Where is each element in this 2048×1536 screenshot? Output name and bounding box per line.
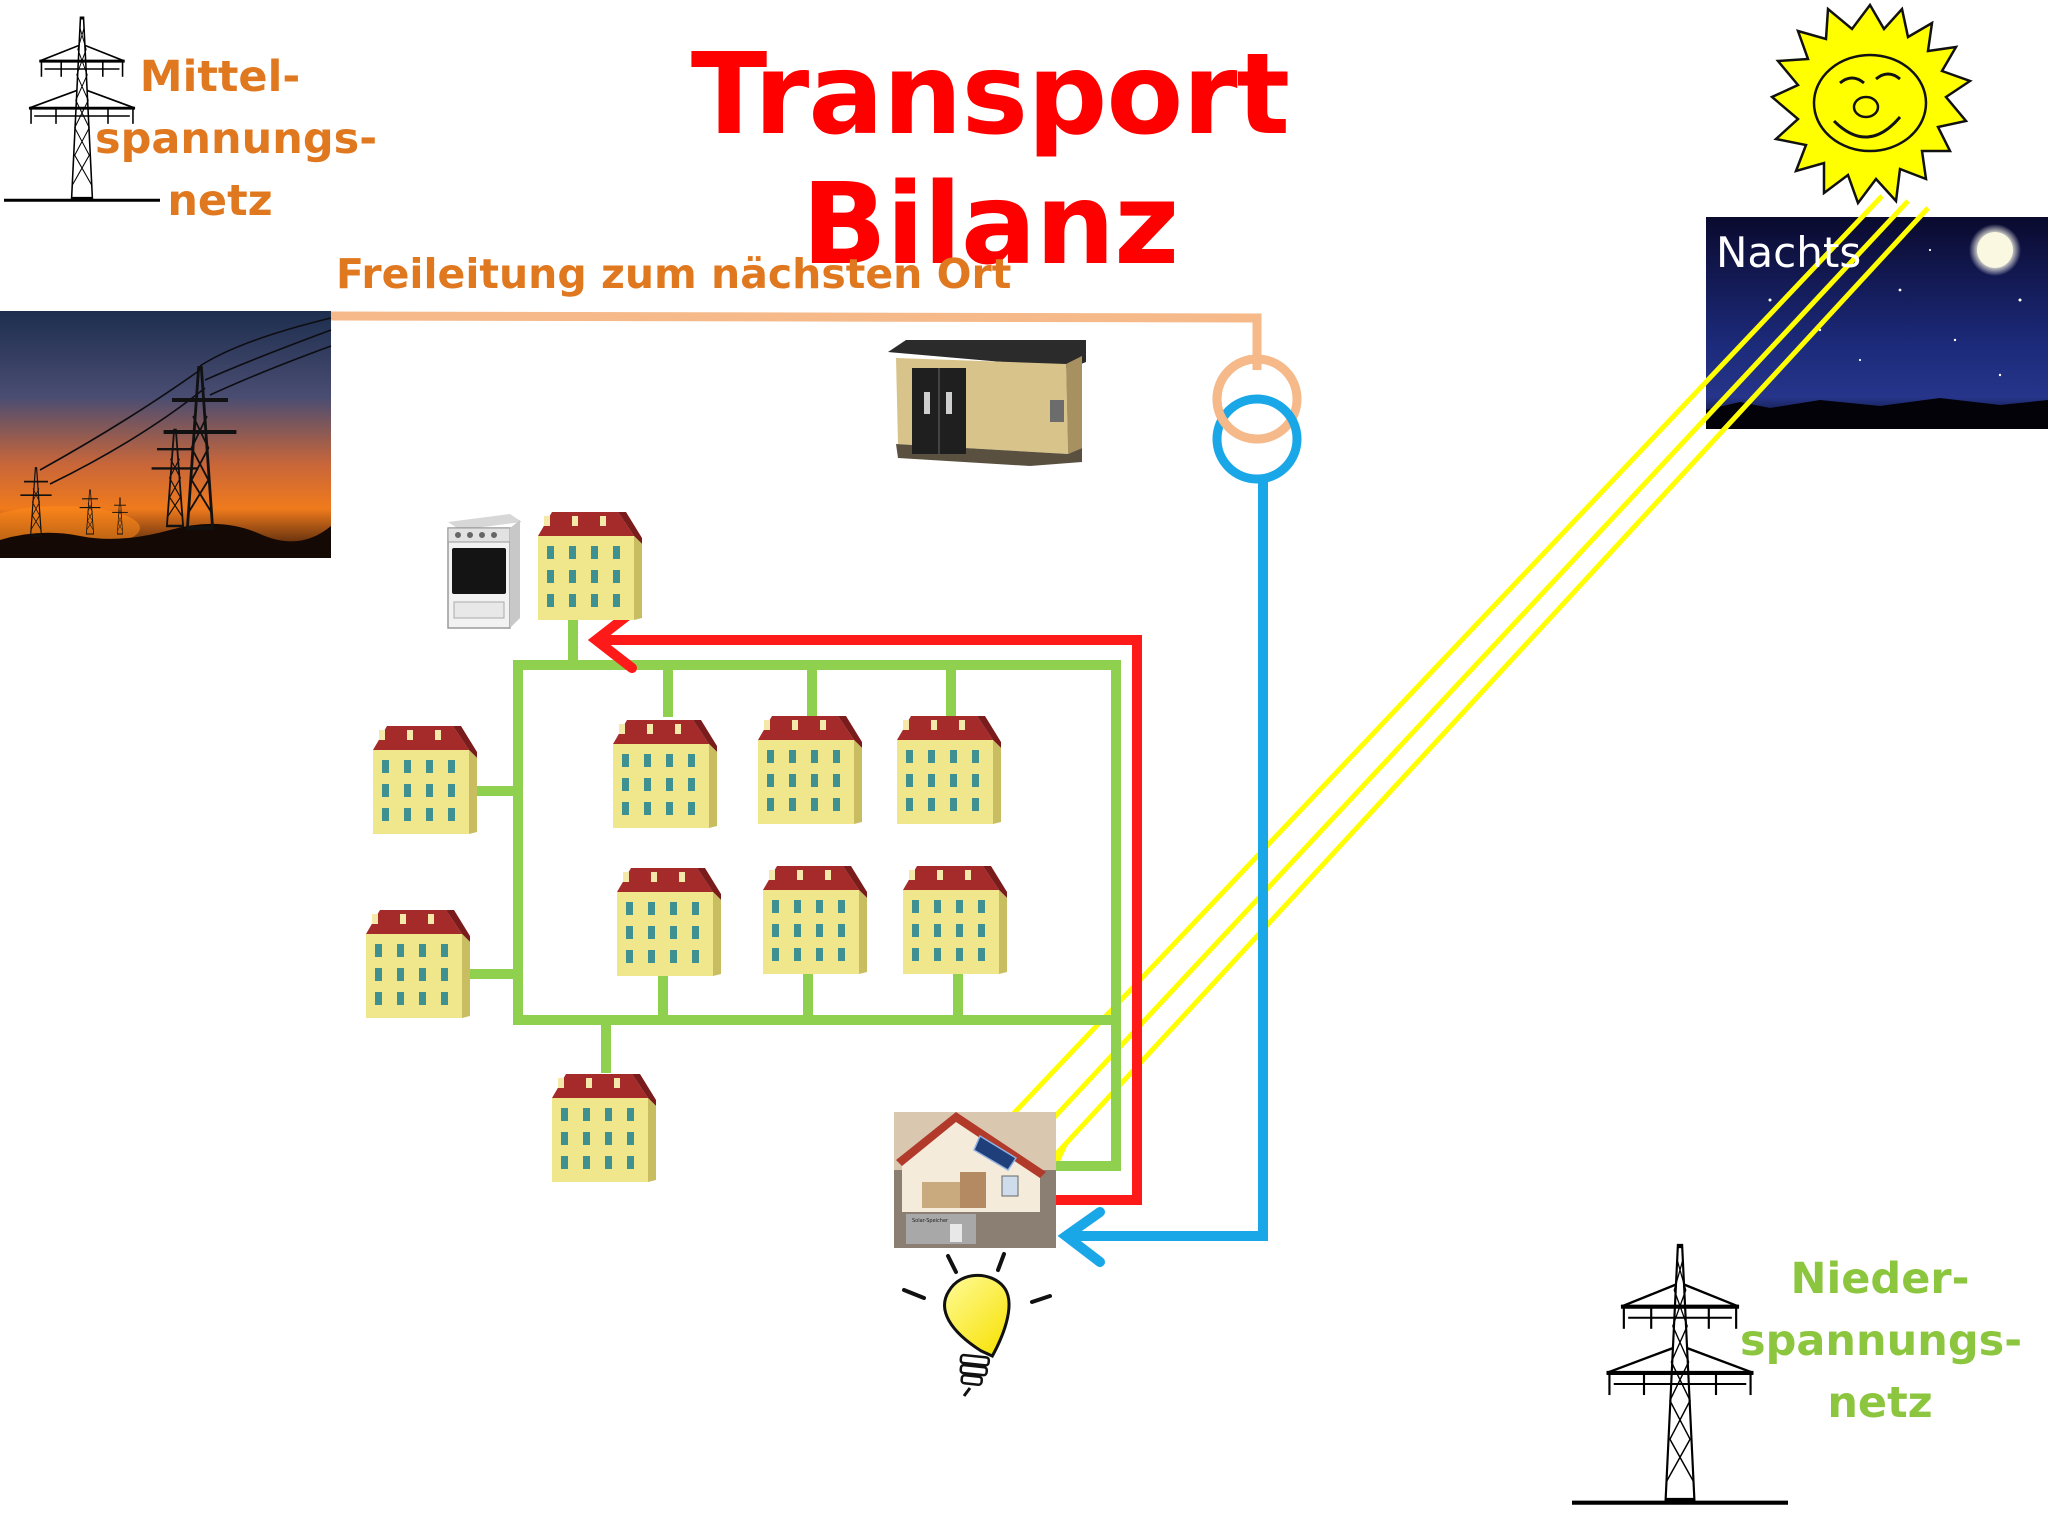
nieder-line-1: Nieder- xyxy=(1790,1254,1970,1304)
solar-house-icon: Solar-Speicher xyxy=(894,1112,1056,1248)
grid-supply-arrow xyxy=(1057,479,1268,1267)
page-title: Transport Bilanz xyxy=(690,30,1290,290)
sun-rays xyxy=(990,194,1930,1170)
nieder-line-2: spannungs- xyxy=(1740,1316,2023,1366)
mittel-line-3: netz xyxy=(167,176,273,226)
light-bulb-icon xyxy=(902,1252,1052,1397)
sunset-powerlines-photo xyxy=(0,311,332,558)
mittelspannungsnetz-label: Mittel- spannungs- netz xyxy=(95,46,378,232)
mittel-line-2: spannungs- xyxy=(95,114,378,164)
stove-icon xyxy=(447,514,522,629)
nieder-line-3: netz xyxy=(1827,1378,1933,1428)
export-flow-arrow xyxy=(587,607,1142,1205)
mittel-line-1: Mittel- xyxy=(139,52,301,102)
substation-icon xyxy=(888,340,1086,466)
niederspannungsnetz-label: Nieder- spannungs- netz xyxy=(1740,1248,2023,1434)
transformer-icon xyxy=(1212,354,1302,484)
freileitung-label: Freileitung zum nächsten Ort xyxy=(336,250,1012,298)
nachts-label: Nachts xyxy=(1716,228,1862,277)
solar-storage-label: Solar-Speicher xyxy=(912,1218,949,1224)
low-voltage-grid xyxy=(459,617,1121,1171)
overhead-line xyxy=(330,311,1262,370)
sun-icon xyxy=(1769,2,1973,206)
